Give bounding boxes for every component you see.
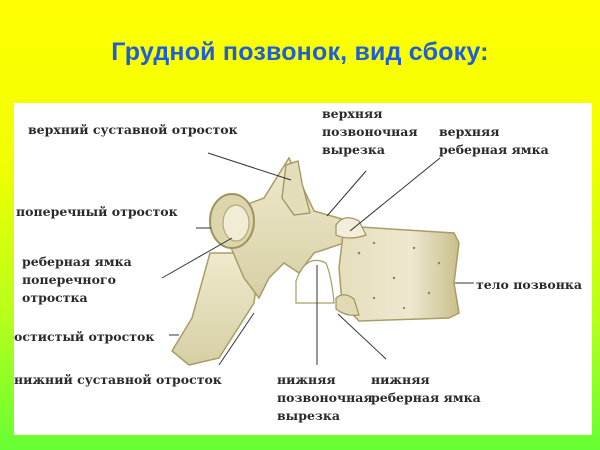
leader-inferior-articular [218,312,255,366]
leader-transverse-facet [161,237,233,279]
leader-inferior-facet [337,313,387,360]
inferior-vertebral-notch-shape [295,259,335,304]
diagram-panel: верхний суставной отросток поперечный от… [14,103,592,435]
label-superior-articular-process: верхний суставной отросток [28,122,238,137]
label-transverse-process: поперечный отросток [16,204,178,219]
label-superior-costal-facet: верхняя реберная ямка [439,124,549,157]
vertebra-illustration [161,152,474,366]
label-transverse-costal-facet: реберная ямка поперечного отростка [22,254,132,305]
vertebral-body-shape [338,225,460,322]
label-inferior-costal-facet: нижняя реберная ямка [371,372,481,405]
label-inferior-vertebral-notch: нижняя позвоночная вырезка [277,372,373,423]
leader-superior-facet [349,157,441,232]
inferior-costal-facet-shape [335,294,360,316]
superior-articular-process-shape [281,160,311,216]
label-vertebral-body: тело позвонка [476,277,582,292]
page-title: Грудной позвонок, вид сбоку: [111,38,489,66]
label-superior-vertebral-notch: верхняя позвоночная вырезка [322,106,418,157]
superior-costal-facet-shape [335,217,367,239]
leader-superior-articular [207,152,292,181]
label-inferior-articular-process: нижний суставной отросток [14,372,222,387]
leader-superior-notch [326,170,367,217]
label-spinous-process: остистый отросток [14,329,155,344]
